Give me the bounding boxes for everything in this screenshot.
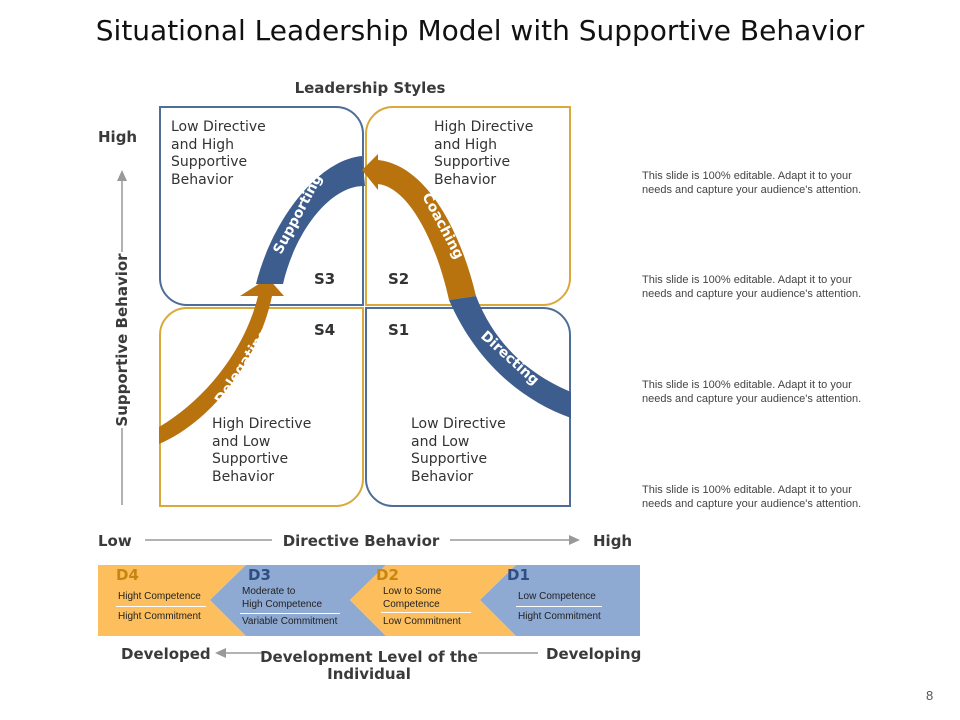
d4-divider — [116, 606, 206, 607]
quadrant-s4-text: High Directive and Low Supportive Behavi… — [212, 416, 312, 485]
page-number: 8 — [926, 688, 934, 703]
quadrant-s1-text: Low Directive and Low Supportive Behavio… — [411, 416, 506, 485]
d2-line2: Low Commitment — [383, 616, 461, 627]
developing-label: Developing — [546, 645, 642, 663]
s4-label: S4 — [314, 321, 336, 339]
d4-line1: Hight Competence — [118, 591, 201, 602]
quadrant-s3-text: Low Directive and High Supportive Behavi… — [171, 119, 266, 188]
coaching-band — [362, 154, 476, 300]
quadrant-s2-text: High Directive and High Supportive Behav… — [434, 119, 534, 188]
note-4: This slide is 100% editable. Adapt it to… — [642, 484, 862, 510]
d4-chevron — [98, 565, 246, 636]
supporting-band — [256, 156, 365, 284]
d3-line1: Moderate to High Competence — [242, 586, 323, 610]
d2-chevron — [350, 565, 516, 636]
s1-label: S1 — [388, 321, 410, 339]
d1-line2: Hight Commitment — [518, 611, 601, 622]
d2-line1: Low to Some Competence — [383, 586, 442, 610]
d3-line2: Variable Commitment — [242, 616, 338, 627]
leadership-styles-label: Leadership Styles — [294, 79, 446, 97]
x-axis-low-label: Low — [98, 532, 132, 550]
dev-axis-arrowhead — [215, 648, 226, 658]
developed-label: Developed — [121, 645, 211, 663]
x-axis-arrowhead — [569, 535, 580, 545]
note-1: This slide is 100% editable. Adapt it to… — [642, 170, 862, 196]
y-axis-high-label: High — [98, 128, 138, 146]
d2-label: D2 — [376, 566, 399, 584]
y-axis-arrowhead — [117, 170, 127, 181]
s2-label: S2 — [388, 270, 410, 288]
d4-label: D4 — [116, 566, 139, 584]
directing-band — [449, 296, 571, 418]
page-title: Situational Leadership Model with Suppor… — [95, 14, 865, 47]
d3-label: D3 — [248, 566, 271, 584]
d4-line2: Hight Commitment — [118, 611, 201, 622]
d1-divider — [516, 606, 602, 607]
d1-label: D1 — [507, 566, 530, 584]
d2-divider — [381, 612, 471, 613]
d1-line1: Low Competence — [518, 591, 596, 602]
s3-label: S3 — [314, 270, 336, 288]
quadrant-s1 — [365, 307, 571, 507]
x-axis-high-label: High — [593, 532, 633, 550]
d3-divider — [240, 613, 340, 614]
d1-chevron — [480, 565, 640, 636]
delegating-band — [159, 278, 284, 444]
x-axis-label: Directive Behavior — [282, 532, 440, 550]
note-3: This slide is 100% editable. Adapt it to… — [642, 379, 862, 405]
note-2: This slide is 100% editable. Adapt it to… — [642, 274, 862, 300]
development-axis-label: Development Level of the Individual — [260, 648, 478, 683]
d3-chevron — [210, 565, 386, 636]
